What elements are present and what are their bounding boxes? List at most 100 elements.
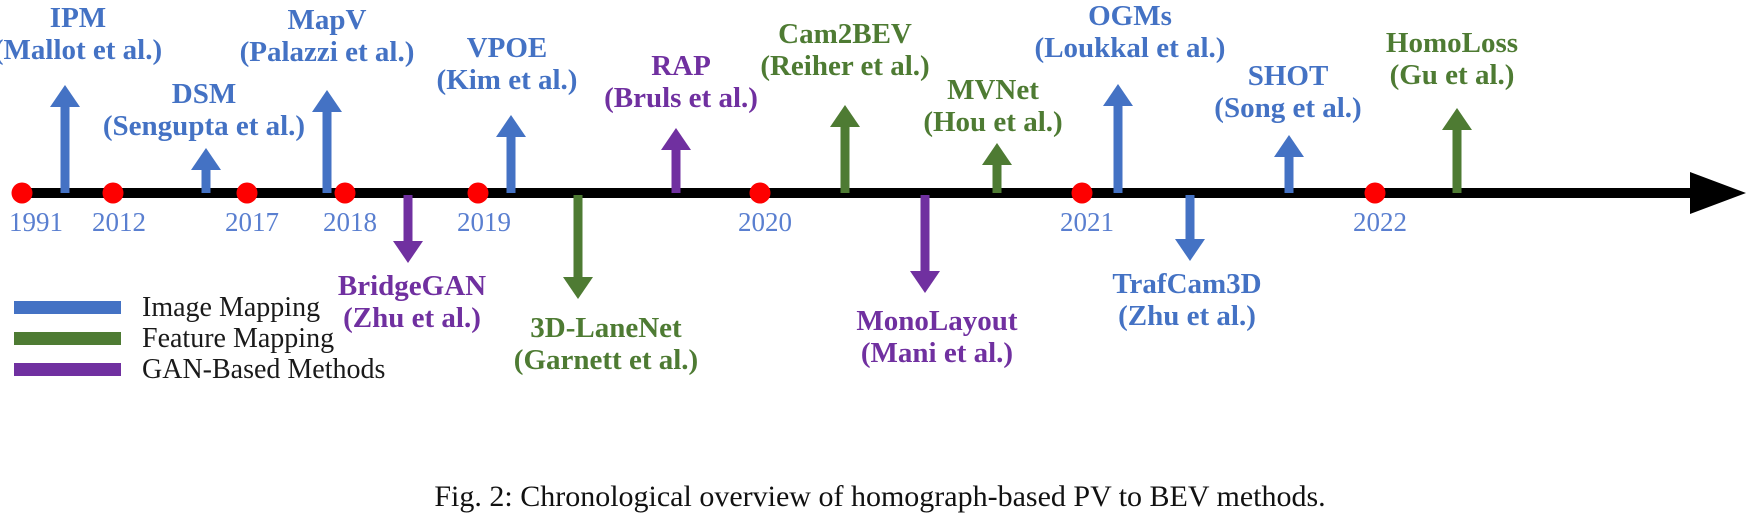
timeline-arrow-head-icon (1690, 172, 1746, 214)
marker-label-dsm: DSM (Sengupta et al.) (103, 78, 305, 143)
marker-authors: (Sengupta et al.) (102, 110, 306, 143)
arrow-shaft (920, 195, 930, 273)
marker-authors: (Hou et al.) (923, 106, 1063, 139)
arrow-head-up-icon (50, 85, 80, 107)
marker-arrow-trafcam3d (1175, 195, 1205, 261)
year-label-2017: 2017 (225, 207, 279, 237)
year-dot-2017 (236, 182, 258, 204)
marker-arrow-cam2bev (830, 105, 860, 193)
marker-arrow-monolayout (910, 195, 940, 293)
marker-name: HomoLoss (1385, 27, 1519, 59)
marker-authors: (Kim et al.) (436, 64, 578, 97)
year-label-2021: 2021 (1060, 207, 1114, 237)
marker-arrow-mapv (312, 90, 342, 193)
marker-authors: (Loukkal et al.) (1034, 32, 1226, 65)
arrow-shaft (840, 125, 850, 193)
marker-arrow-ogms (1103, 84, 1133, 193)
year-label-2019: 2019 (457, 207, 511, 237)
legend-label-image-mapping: Image Mapping (142, 291, 321, 323)
marker-arrow-rap (661, 128, 691, 193)
arrow-shaft (1452, 128, 1462, 193)
arrow-head-up-icon (661, 128, 691, 150)
year-dot-2021 (1071, 182, 1093, 204)
arrow-shaft (1185, 195, 1195, 241)
marker-authors: (Garnett et al.) (513, 344, 699, 377)
marker-authors: (Gu et al.) (1389, 59, 1515, 92)
marker-authors: (Mallot et al.) (0, 34, 163, 67)
marker-name: MapV (287, 4, 367, 36)
marker-name: BridgeGAN (337, 270, 487, 302)
marker-name: OGMs (1088, 0, 1172, 32)
year-dot-2012 (102, 182, 124, 204)
marker-arrow-vpoe (496, 115, 526, 193)
marker-label-mapv: MapV (Palazzi et al.) (240, 4, 415, 69)
legend-item-gan-based-methods: GAN-Based Methods (14, 354, 385, 385)
year-dot-2019 (467, 182, 489, 204)
marker-name: RAP (651, 50, 711, 82)
marker-authors: (Zhu et al.) (343, 302, 481, 335)
year-dot-2022 (1364, 182, 1386, 204)
marker-arrow-dsm (191, 148, 221, 193)
arrow-head-down-icon (563, 277, 593, 299)
marker-authors: (Reiher et al.) (760, 50, 930, 83)
arrow-shaft (506, 135, 516, 193)
timeline-axis-line (18, 188, 1704, 198)
year-label-1991: 1991 (9, 207, 63, 237)
arrow-shaft (573, 195, 583, 279)
legend-item-image-mapping: Image Mapping (14, 292, 385, 323)
legend-label-gan-based-methods: GAN-Based Methods (142, 353, 386, 385)
arrow-head-up-icon (1103, 84, 1133, 106)
marker-arrow-3d-lanenet (563, 195, 593, 299)
legend-label-feature-mapping: Feature Mapping (142, 322, 335, 354)
arrow-head-up-icon (191, 148, 221, 170)
legend-swatch-gan-based-methods (14, 363, 121, 376)
legend-swatch-feature-mapping (14, 332, 121, 345)
marker-label-mvnet: MVNet (Hou et al.) (923, 74, 1062, 139)
marker-name: IPM (49, 2, 107, 34)
legend-item-feature-mapping: Feature Mapping (14, 323, 385, 354)
marker-authors: (Song et al.) (1214, 92, 1362, 125)
year-dot-2020 (749, 182, 771, 204)
marker-authors: (Mani et al.) (860, 337, 1014, 370)
arrow-head-down-icon (910, 271, 940, 293)
marker-label-bridgegan: BridgeGAN (Zhu et al.) (338, 270, 486, 335)
year-dot-2018 (334, 182, 356, 204)
marker-label-trafcam3d: TrafCam3D (Zhu et al.) (1112, 268, 1261, 333)
marker-arrow-mvnet (982, 143, 1012, 193)
arrow-head-down-icon (1175, 239, 1205, 261)
year-dot-1991 (11, 182, 33, 204)
figure-caption: Fig. 2: Chronological overview of homogr… (434, 480, 1326, 513)
marker-authors: (Palazzi et al.) (239, 36, 415, 69)
marker-name: Cam2BEV (778, 18, 912, 50)
arrow-shaft (322, 110, 332, 193)
arrow-head-up-icon (496, 115, 526, 137)
marker-label-rap: RAP (Bruls et al.) (604, 50, 758, 115)
arrow-shaft (992, 163, 1002, 193)
year-label-2022: 2022 (1353, 207, 1407, 237)
arrow-head-up-icon (830, 105, 860, 127)
arrow-head-up-icon (982, 143, 1012, 165)
marker-label-ipm: IPM (Mallot et al.) (0, 2, 162, 67)
year-label-2018: 2018 (323, 207, 377, 237)
arrow-shaft (1284, 155, 1294, 193)
arrow-shaft (60, 105, 70, 193)
marker-label-3d-lanenet: 3D-LaneNet (Garnett et al.) (514, 312, 698, 377)
year-label-2020: 2020 (738, 207, 792, 237)
marker-label-ogms: OGMs (Loukkal et al.) (1035, 0, 1226, 65)
marker-name: SHOT (1247, 60, 1329, 92)
arrow-head-up-icon (1442, 108, 1472, 130)
marker-name: MVNet (947, 74, 1039, 106)
marker-arrow-bridgegan (393, 195, 423, 263)
marker-label-monolayout: MonoLayout (Mani et al.) (856, 305, 1017, 370)
marker-arrow-homoloss (1442, 108, 1472, 193)
legend: Image Mapping Feature Mapping GAN-Based … (14, 292, 385, 385)
marker-arrow-shot (1274, 135, 1304, 193)
legend-swatch-image-mapping (14, 301, 121, 314)
marker-authors: (Bruls et al.) (604, 82, 758, 115)
marker-label-cam2bev: Cam2BEV (Reiher et al.) (760, 18, 929, 83)
arrow-shaft (201, 168, 211, 193)
marker-name: VPOE (466, 32, 548, 64)
marker-name: MonoLayout (856, 305, 1018, 337)
marker-label-vpoe: VPOE (Kim et al.) (437, 32, 578, 97)
